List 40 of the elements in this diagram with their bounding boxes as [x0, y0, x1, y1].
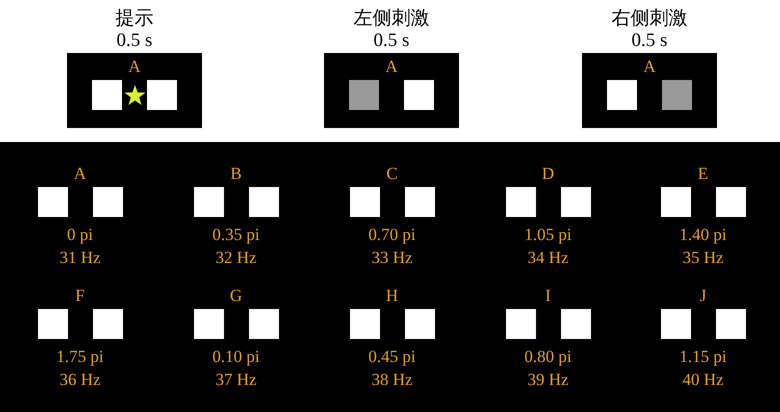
stimulus-letter: G [228, 286, 244, 306]
frequency-label: 37 Hz [214, 370, 258, 390]
frequency-label: 35 Hz [681, 248, 725, 268]
phase-label: 0.35 pi [211, 225, 261, 245]
phase-label: 0.80 pi [523, 347, 573, 367]
stimulus-letter: B [229, 164, 243, 184]
stimulus-letter: E [696, 164, 710, 184]
phase-label: 0.45 pi [367, 347, 417, 367]
stimulus-letter: A [72, 164, 88, 184]
duration-label: 0.5 s [372, 30, 410, 52]
duration-label: 0.5 s [630, 30, 668, 52]
frequency-label: 40 Hz [681, 370, 725, 390]
stimulus-letter: F [74, 286, 86, 306]
frequency-label: 32 Hz [214, 248, 258, 268]
frequency-label: 38 Hz [370, 370, 414, 390]
duration-label: 0.5 s [116, 30, 154, 52]
frequency-label: 39 Hz [526, 370, 570, 390]
phase-label: 0 pi [66, 225, 94, 245]
phase-label: 0.10 pi [211, 347, 261, 367]
frequency-label: 33 Hz [370, 248, 414, 268]
stimulus-letter: H [384, 286, 400, 306]
phase-label: 0.70 pi [367, 225, 417, 245]
stimulus-letter: I [544, 286, 552, 306]
stimulus-letter: C [385, 164, 399, 184]
target-letter: A [642, 57, 657, 77]
frequency-label: 31 Hz [58, 248, 102, 268]
phase-label: 1.75 pi [55, 347, 105, 367]
phase-heading: 提示 [114, 8, 154, 30]
stimulus-band [0, 142, 780, 412]
frequency-label: 34 Hz [526, 248, 570, 268]
stimulus-letter: D [540, 164, 556, 184]
target-letter: A [127, 57, 142, 77]
phase-label: 1.05 pi [523, 225, 573, 245]
frequency-label: 36 Hz [58, 370, 102, 390]
phase-heading: 左侧刺激 [352, 8, 430, 30]
stimulus-letter: J [698, 286, 708, 306]
phase-heading: 右侧刺激 [610, 8, 688, 30]
target-letter: A [384, 57, 399, 77]
phase-label: 1.40 pi [678, 225, 728, 245]
phase-label: 1.15 pi [678, 347, 728, 367]
